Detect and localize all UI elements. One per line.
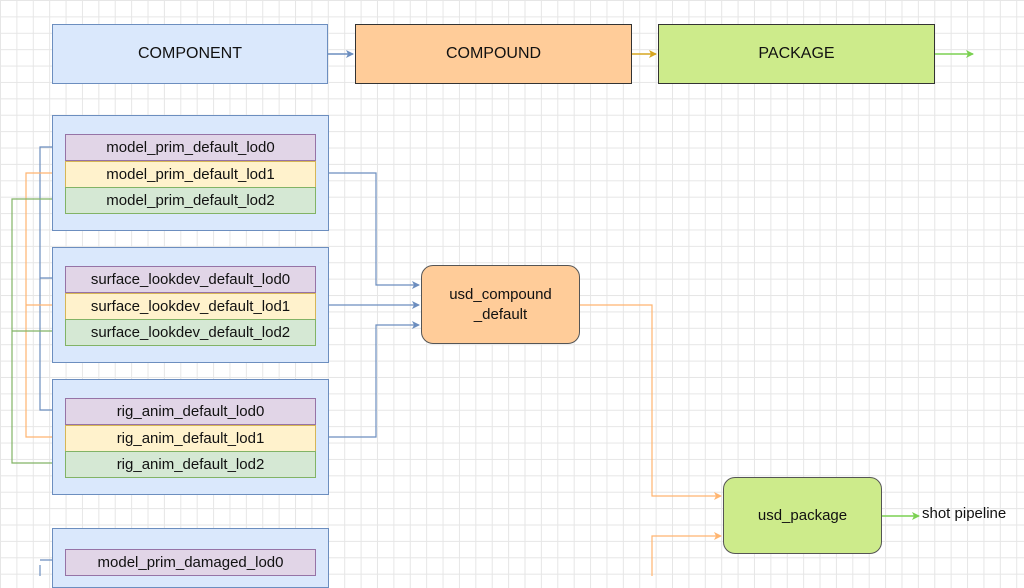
node-usd-package[interactable]: usd_package	[723, 477, 882, 554]
edge-compound-to-package	[580, 304, 722, 500]
node-usd-compound-default-label: usd_compound _default	[449, 285, 552, 323]
header-compound[interactable]: COMPOUND	[355, 24, 632, 84]
node-model-prim-default-lod0[interactable]: model_prim_default_lod0	[65, 134, 316, 161]
header-component[interactable]: COMPONENT	[52, 24, 328, 84]
node-rig-anim-default-lod1[interactable]: rig_anim_default_lod1	[65, 425, 316, 452]
node-usd-package-label: usd_package	[757, 506, 848, 524]
group-surface-lookdev-default[interactable]: surface_lookdev_default_lod0 surface_loo…	[52, 247, 329, 363]
node-rig-anim-default-lod0[interactable]: rig_anim_default_lod0	[65, 398, 316, 425]
edge-model-to-compound	[328, 172, 420, 289]
node-surface-lookdev-default-lod2[interactable]: surface_lookdev_default_lod2	[65, 319, 316, 346]
node-model-prim-damaged-lod0[interactable]: model_prim_damaged_lod0	[65, 549, 316, 576]
node-rig-anim-default-lod2[interactable]: rig_anim_default_lod2	[65, 451, 316, 478]
group-model-prim-default[interactable]: model_prim_default_lod0 model_prim_defau…	[52, 115, 329, 231]
group-model-prim-damaged[interactable]: model_prim_damaged_lod0	[52, 528, 329, 588]
edge-rig-to-compound	[328, 321, 420, 438]
label-shot-pipeline: shot pipeline	[922, 505, 1007, 522]
header-package[interactable]: PACKAGE	[658, 24, 935, 84]
node-surface-lookdev-default-lod0[interactable]: surface_lookdev_default_lod0	[65, 266, 316, 293]
node-model-prim-default-lod2[interactable]: model_prim_default_lod2	[65, 187, 316, 214]
node-usd-compound-default[interactable]: usd_compound _default	[421, 265, 580, 344]
node-model-prim-default-lod1[interactable]: model_prim_default_lod1	[65, 161, 316, 188]
node-surface-lookdev-default-lod1[interactable]: surface_lookdev_default_lod1	[65, 293, 316, 320]
group-rig-anim-default[interactable]: rig_anim_default_lod0 rig_anim_default_l…	[52, 379, 329, 495]
